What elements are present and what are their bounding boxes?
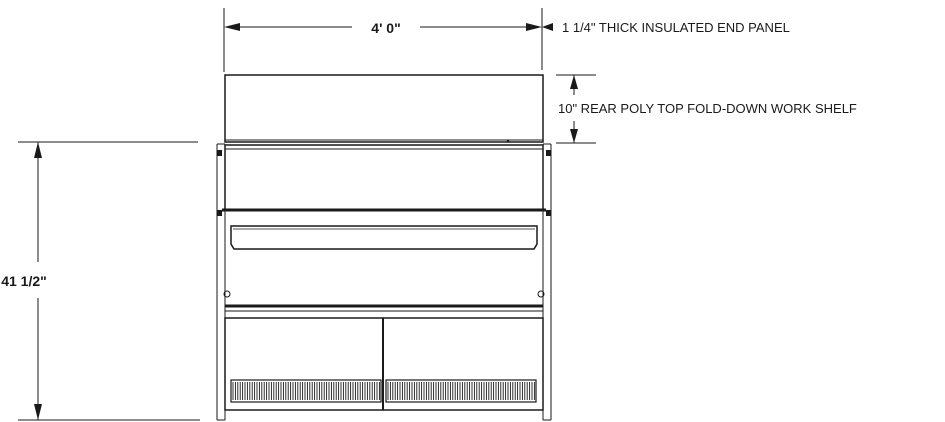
ventilation-grille-right xyxy=(385,379,537,403)
top-canopy xyxy=(224,144,544,211)
shelf-latch-icon xyxy=(506,139,510,143)
height-dimension: 41 1/2" xyxy=(1,141,200,421)
bracket-icon xyxy=(217,150,222,156)
end-panel-arrow xyxy=(542,23,553,31)
shelf-arrow-top xyxy=(570,75,578,89)
height-arrow-top xyxy=(34,142,42,158)
width-dimension: 4' 0" xyxy=(223,8,543,72)
screw-icon xyxy=(223,290,231,298)
rear-work-shelf xyxy=(224,74,544,143)
height-arrow-bottom xyxy=(34,404,42,420)
bracket-icon xyxy=(546,210,551,216)
bracket-icon xyxy=(546,150,551,156)
shelf-note: 10" REAR POLY TOP FOLD-DOWN WORK SHELF xyxy=(558,101,857,116)
bracket-icon xyxy=(217,210,222,216)
end-panel-right xyxy=(542,143,552,421)
light-fixture xyxy=(230,225,538,250)
shelf-dimension: 10" REAR POLY TOP FOLD-DOWN WORK SHELF xyxy=(556,74,857,144)
ventilation-grille-left xyxy=(230,379,382,403)
display-case xyxy=(216,74,552,421)
height-dimension-label: 41 1/2" xyxy=(1,273,47,289)
width-arrow-right xyxy=(526,23,542,31)
end-panel-note: 1 1/4" THICK INSULATED END PANEL xyxy=(562,20,790,35)
width-dimension-label: 4' 0" xyxy=(371,20,400,36)
width-arrow-left xyxy=(224,23,240,31)
screw-icon xyxy=(537,290,545,298)
end-panel-callout: 1 1/4" THICK INSULATED END PANEL xyxy=(542,20,790,35)
shelf-arrow-bottom xyxy=(570,129,578,143)
end-panel-left xyxy=(216,143,226,421)
